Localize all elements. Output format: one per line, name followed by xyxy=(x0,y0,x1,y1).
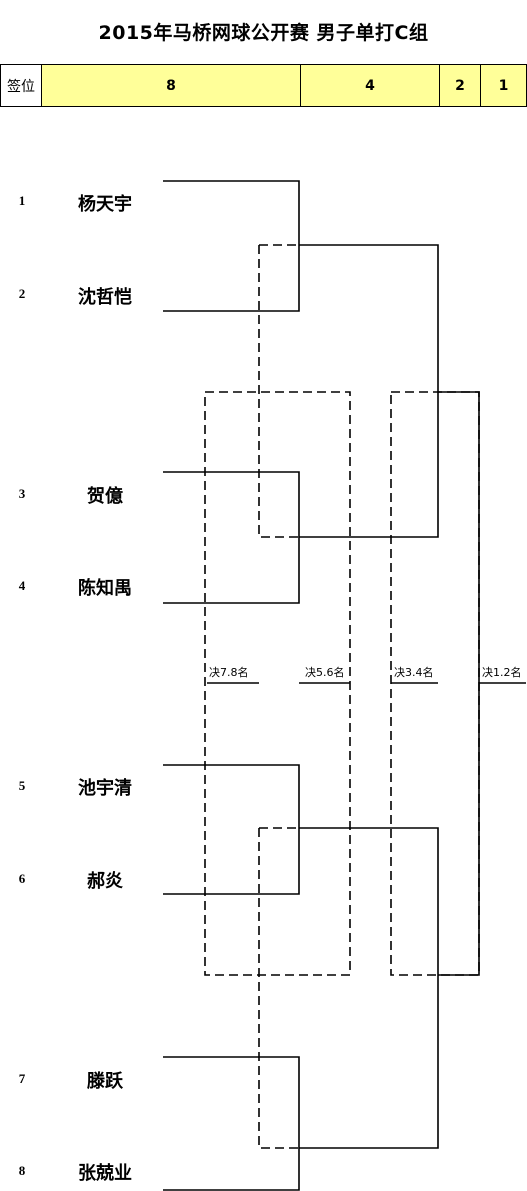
seed-number: 2 xyxy=(18,286,26,301)
bracket-match-5-6 xyxy=(163,764,300,895)
header-round-2: 2 xyxy=(439,64,481,107)
placement-label-7-8: 决7.8名 xyxy=(209,666,249,679)
player-name: 张兢业 xyxy=(78,1163,132,1184)
bracket-match-7-8 xyxy=(163,1056,300,1191)
dashed-box-3-4 xyxy=(390,391,480,976)
seed-number: 3 xyxy=(18,486,26,501)
player-name: 陈知禺 xyxy=(78,578,132,599)
bracket-match-1-2 xyxy=(163,180,300,312)
player-name: 郝炎 xyxy=(87,871,123,892)
header-round-1: 1 xyxy=(480,64,527,107)
page-title: 2015年马桥网球公开赛 男子单打C组 xyxy=(98,22,429,44)
seed-number: 1 xyxy=(18,193,26,208)
player-name: 滕跃 xyxy=(87,1071,123,1092)
player-name: 池宇清 xyxy=(78,778,132,799)
seed-number: 5 xyxy=(18,778,26,793)
seed-number: 7 xyxy=(18,1071,26,1086)
seed-number: 8 xyxy=(18,1163,26,1178)
dashed-box-5-8 xyxy=(204,391,351,976)
player-name: 杨天宇 xyxy=(78,194,132,215)
player-name: 贺億 xyxy=(87,486,123,507)
header-label: 签位 xyxy=(7,78,35,95)
placement-label-5-6: 决5.6名 xyxy=(305,666,345,679)
dashed-loser-top xyxy=(258,244,299,538)
dashed-loser-bottom xyxy=(258,827,299,1149)
seed-number: 4 xyxy=(18,578,26,593)
bracket-semi-top xyxy=(299,244,439,538)
header-round-4: 4 xyxy=(300,64,440,107)
player-name: 沈哲恺 xyxy=(78,287,132,308)
placement-label-3-4: 决3.4名 xyxy=(394,666,434,679)
placement-label-1-2: 决1.2名 xyxy=(482,666,522,679)
seed-number: 6 xyxy=(18,871,26,886)
bracket-semi-bottom xyxy=(299,827,439,1149)
bracket-final xyxy=(438,391,480,976)
